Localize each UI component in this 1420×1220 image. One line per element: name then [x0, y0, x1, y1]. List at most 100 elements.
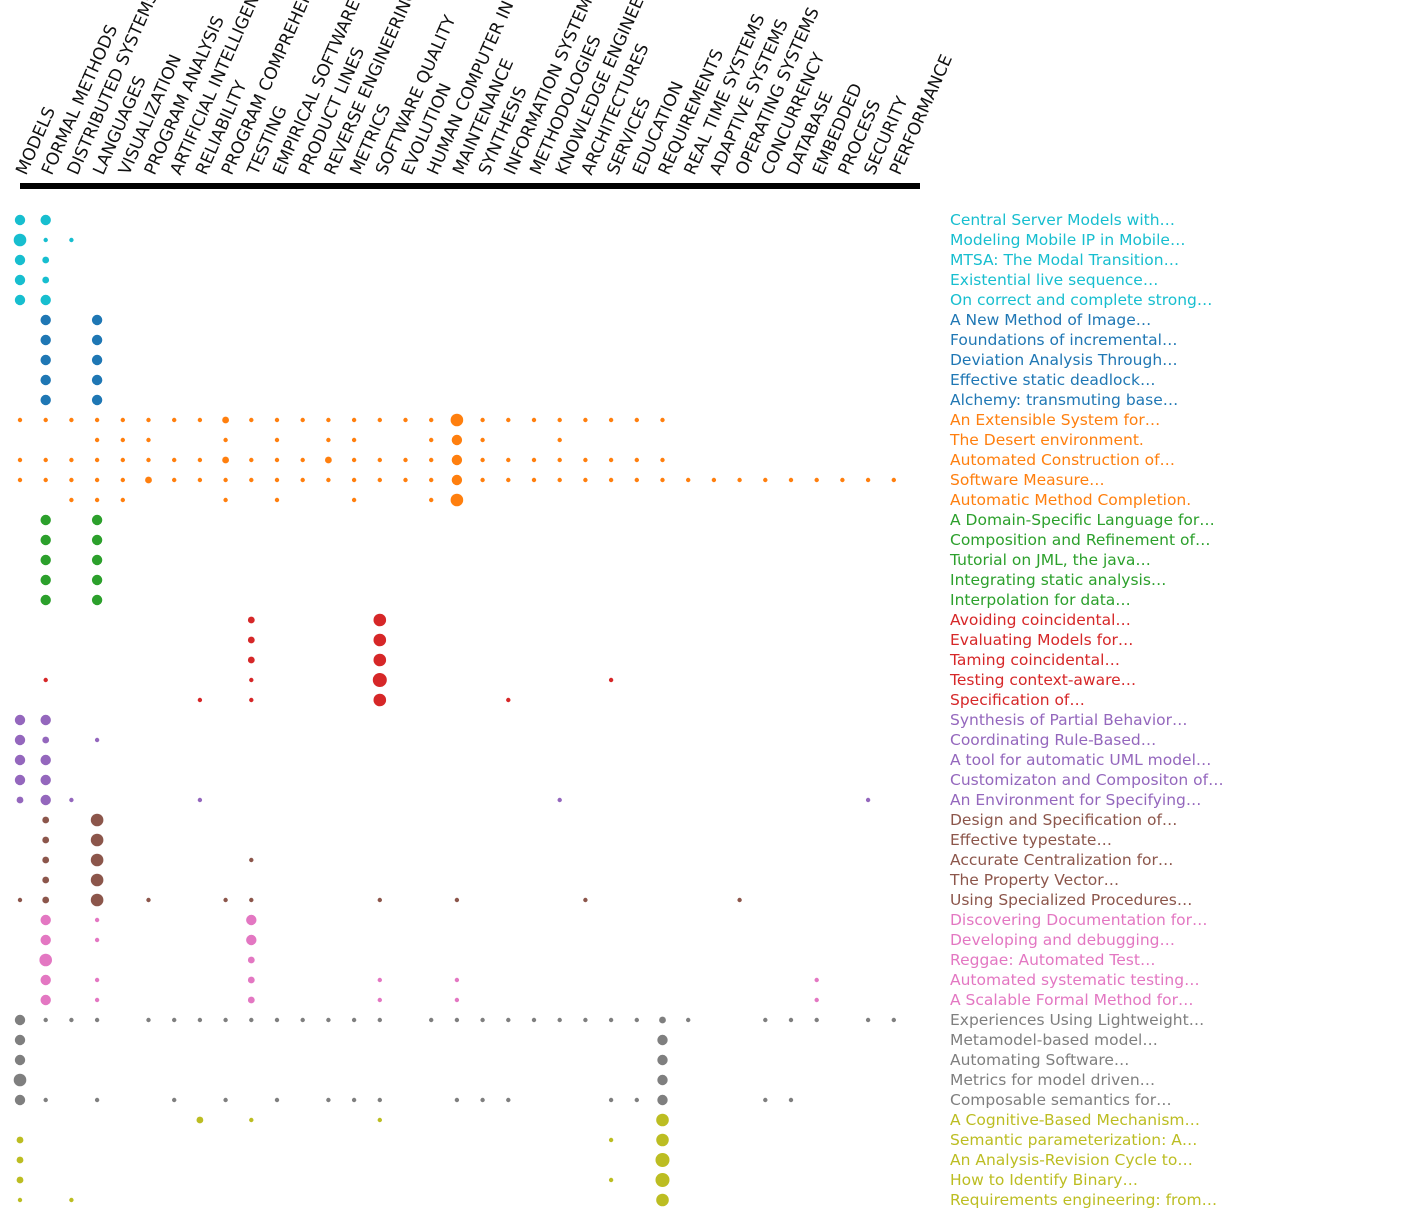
- data-point: [40, 374, 51, 386]
- data-point: [249, 697, 254, 703]
- row-label: Alchemy: transmuting base…: [950, 391, 1178, 409]
- row-label: A Scalable Formal Method for…: [950, 991, 1193, 1009]
- data-point: [608, 477, 614, 483]
- data-point: [660, 457, 665, 463]
- data-point: [865, 797, 871, 803]
- data-point: [377, 977, 382, 983]
- data-point: [40, 574, 51, 586]
- data-point: [737, 477, 742, 483]
- row-label: Integrating static analysis…: [950, 571, 1166, 589]
- data-point: [454, 1097, 460, 1103]
- data-point: [172, 417, 177, 423]
- data-point: [17, 1197, 23, 1203]
- data-point: [90, 813, 104, 827]
- data-point: [146, 417, 151, 423]
- data-point: [247, 956, 255, 964]
- data-point: [94, 937, 100, 943]
- data-point: [403, 457, 408, 463]
- data-point: [608, 1017, 614, 1023]
- data-point: [40, 754, 51, 766]
- data-point: [91, 554, 103, 566]
- row-label: On correct and complete strong…: [950, 291, 1212, 309]
- row-label: A Cognitive-Based Mechanism…: [950, 1111, 1200, 1129]
- row-label: Deviation Analysis Through…: [950, 351, 1178, 369]
- data-point: [429, 417, 434, 423]
- data-point: [351, 457, 357, 463]
- data-point: [608, 677, 614, 683]
- data-point: [13, 233, 27, 247]
- data-point: [429, 497, 434, 503]
- data-point: [300, 1017, 305, 1023]
- data-point: [429, 1017, 434, 1023]
- data-point: [557, 797, 562, 803]
- row-label: A tool for automatic UML model…: [950, 751, 1211, 769]
- data-point: [557, 477, 562, 483]
- data-point: [451, 454, 463, 466]
- row-label: Requirements engineering: from…: [950, 1191, 1217, 1209]
- data-point: [69, 497, 74, 503]
- data-point: [40, 914, 51, 926]
- data-point: [325, 456, 332, 464]
- data-point: [90, 893, 104, 907]
- data-point: [274, 437, 280, 443]
- data-point: [506, 697, 511, 703]
- data-point: [40, 394, 51, 406]
- data-point: [326, 1017, 331, 1023]
- data-point: [326, 437, 331, 443]
- row-label: Effective static deadlock…: [950, 371, 1156, 389]
- data-point: [14, 294, 26, 306]
- data-point: [377, 997, 382, 1003]
- data-point: [326, 477, 331, 483]
- data-point: [480, 1017, 485, 1023]
- data-point: [454, 897, 460, 903]
- data-point: [451, 434, 463, 446]
- data-point: [763, 1097, 768, 1103]
- data-point: [480, 457, 485, 463]
- row-label: Semantic parameterization: A…: [950, 1131, 1197, 1149]
- data-point: [377, 1097, 382, 1103]
- data-point: [223, 1017, 228, 1023]
- row-label: A Domain-Specific Language for…: [950, 511, 1215, 529]
- data-point: [300, 417, 305, 423]
- data-point: [172, 1097, 177, 1103]
- data-point: [94, 737, 100, 743]
- data-point: [120, 497, 126, 503]
- data-point: [377, 477, 382, 483]
- data-point: [655, 1173, 670, 1187]
- row-label: The Desert environment.: [949, 431, 1144, 449]
- data-point: [480, 417, 485, 423]
- data-point: [657, 1094, 668, 1106]
- data-point: [373, 633, 387, 647]
- row-label: How to Identify Binary…: [950, 1171, 1138, 1189]
- data-point: [403, 477, 408, 483]
- data-point: [657, 1074, 668, 1086]
- data-point: [246, 934, 257, 946]
- data-point: [40, 934, 51, 946]
- data-point: [814, 477, 819, 483]
- data-point: [377, 897, 382, 903]
- data-point: [120, 437, 126, 443]
- data-point: [531, 457, 537, 463]
- data-point: [480, 1097, 485, 1103]
- data-point: [788, 1097, 794, 1103]
- data-point: [656, 1193, 669, 1207]
- data-point: [17, 897, 23, 903]
- data-point: [222, 416, 230, 424]
- data-point: [43, 237, 48, 243]
- data-point: [247, 656, 255, 664]
- data-point: [91, 534, 103, 546]
- data-point: [14, 254, 26, 266]
- data-point: [43, 677, 48, 683]
- data-point: [429, 477, 434, 483]
- data-point: [90, 873, 104, 887]
- data-point: [249, 1017, 254, 1023]
- data-point: [69, 1197, 74, 1203]
- data-point: [247, 636, 255, 644]
- data-point: [40, 534, 51, 546]
- row-label: Avoiding coincidental…: [950, 611, 1131, 629]
- data-point: [506, 477, 511, 483]
- data-point: [14, 214, 26, 226]
- data-point: [247, 616, 255, 624]
- row-label: Accurate Centralization for…: [950, 851, 1173, 869]
- data-point: [429, 457, 434, 463]
